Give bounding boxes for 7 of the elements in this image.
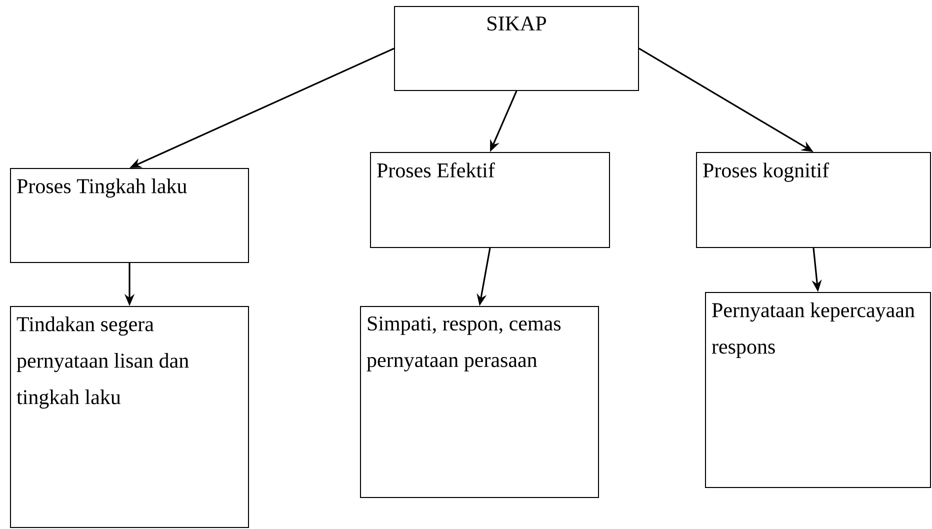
text-box: Pernyataan kepercayaan respons — [705, 292, 931, 488]
text-box: Simpati, respon, cemas pernyataan perasaan — [360, 306, 599, 498]
text-box: Proses kognitif — [696, 152, 931, 248]
text-box: Proses Efektif — [370, 152, 610, 248]
text-box: Proses Tingkah laku — [10, 168, 249, 263]
text-box: Tindakan segera pernyataan lisan dan tingkah laku — [10, 306, 249, 528]
text-box: SIKAP — [394, 6, 639, 91]
